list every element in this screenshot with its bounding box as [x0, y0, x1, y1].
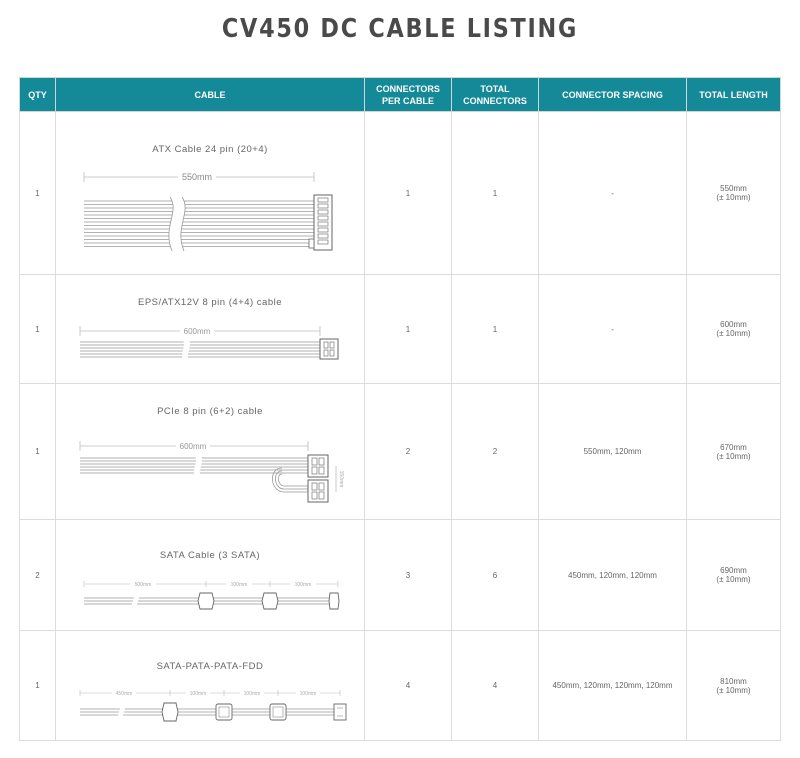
cable-cell: EPS/ATX12V 8 pin (4+4) cable 600mm — [55, 274, 365, 384]
length-value: 670mm — [720, 442, 747, 452]
cable-cell: ATX Cable 24 pin (20+4) 550mm — [55, 111, 365, 275]
length-value: 550mm — [720, 184, 747, 193]
dimension-label: 150mm — [338, 471, 344, 488]
cable-cell: SATA Cable (3 SATA) 500mm 100mm 100mm — [55, 519, 365, 631]
table-row: 1 SATA-PATA-PATA-FDD 450mm 100mm 100 — [19, 630, 781, 741]
header-total-connectors: TOTAL CONNECTORS — [451, 77, 539, 112]
dimension-label: 100mm — [300, 691, 317, 697]
connectors-per-cable-cell: 3 — [364, 519, 452, 631]
length-value: 810mm — [720, 676, 747, 686]
dimension-label: 600mm — [180, 442, 207, 451]
qty-cell: 1 — [19, 630, 56, 741]
connectors-per-cable-cell: 2 — [364, 383, 452, 520]
pcie-8pin-cable-diagram: 600mm — [79, 440, 344, 503]
connector-spacing-cell: - — [538, 111, 687, 275]
connectors-per-cable-cell: 4 — [364, 630, 452, 741]
dimension-label: 100mm — [231, 582, 248, 588]
length-tolerance: (± 10mm) — [716, 193, 751, 202]
header-cable: CABLE — [55, 77, 365, 112]
total-connectors-cell: 6 — [451, 519, 539, 631]
sata-pata-fdd-cable-diagram: 450mm 100mm 100mm 100mm — [79, 689, 347, 722]
cable-name: ATX Cable 24 pin (20+4) — [152, 144, 268, 155]
cable-cell: PCIe 8 pin (6+2) cable 600mm — [55, 383, 365, 520]
total-length-cell: 810mm (± 10mm) — [686, 630, 781, 741]
total-length-cell: 690mm (± 10mm) — [686, 519, 781, 631]
dimension-label: 100mm — [244, 691, 261, 697]
connector-spacing-cell: 550mm, 120mm — [538, 383, 687, 520]
qty-cell: 2 — [19, 519, 56, 631]
header-total-length: TOTAL LENGTH — [686, 77, 781, 112]
dimension-label: 100mm — [295, 582, 312, 588]
length-tolerance: (± 10mm) — [716, 575, 751, 584]
table-row: 1 ATX Cable 24 pin (20+4) 550mm — [19, 111, 781, 275]
total-connectors-cell: 1 — [451, 111, 539, 275]
table-row: 1 PCIe 8 pin (6+2) cable 600mm — [19, 383, 781, 520]
cable-name: SATA Cable (3 SATA) — [159, 550, 261, 561]
connectors-per-cable-cell: 1 — [364, 274, 452, 384]
cable-name: PCIe 8 pin (6+2) cable — [157, 406, 263, 417]
length-tolerance: (± 10mm) — [716, 451, 751, 461]
connector-spacing-cell: - — [538, 274, 687, 384]
dimension-label: 500mm — [135, 582, 152, 588]
length-value: 600mm — [720, 320, 747, 329]
dimension-label: 600mm — [184, 327, 211, 336]
header-connector-spacing: CONNECTOR SPACING — [538, 77, 687, 112]
cable-name: SATA-PATA-PATA-FDD — [156, 661, 264, 672]
total-connectors-cell: 2 — [451, 383, 539, 520]
total-connectors-cell: 4 — [451, 630, 539, 741]
dimension-label: 100mm — [190, 691, 207, 697]
atx-24pin-cable-diagram: 550mm — [83, 170, 333, 252]
page-title: CV450 DC CABLE LISTING — [221, 14, 579, 44]
cable-listing-table: QTY CABLE CONNECTORS PER CABLE TOTAL CON… — [19, 77, 781, 741]
header-qty: QTY — [19, 77, 56, 112]
connector-spacing-cell: 450mm, 120mm, 120mm — [538, 519, 687, 631]
length-tolerance: (± 10mm) — [716, 685, 751, 695]
qty-cell: 1 — [19, 383, 56, 520]
cable-cell: SATA-PATA-PATA-FDD 450mm 100mm 100mm 100… — [55, 630, 365, 741]
length-tolerance: (± 10mm) — [716, 329, 751, 338]
sata-cable-diagram: 500mm 100mm 100mm — [83, 580, 340, 610]
dimension-label: 550mm — [182, 172, 212, 182]
qty-cell: 1 — [19, 274, 56, 384]
qty-cell: 1 — [19, 111, 56, 275]
total-length-cell: 670mm (± 10mm) — [686, 383, 781, 520]
header-connectors-per-cable: CONNECTORS PER CABLE — [364, 77, 452, 112]
eps-8pin-cable-diagram: 600mm — [79, 325, 339, 361]
table-header-row: QTY CABLE CONNECTORS PER CABLE TOTAL CON… — [19, 77, 781, 112]
table-row: 1 EPS/ATX12V 8 pin (4+4) cable 600mm — [19, 274, 781, 384]
table-row: 2 SATA Cable (3 SATA) 500mm 100mm 100mm — [19, 519, 781, 631]
dimension-label: 450mm — [116, 691, 133, 697]
length-value: 690mm — [720, 566, 747, 575]
total-length-cell: 600mm (± 10mm) — [686, 274, 781, 384]
connectors-per-cable-cell: 1 — [364, 111, 452, 275]
cable-name: EPS/ATX12V 8 pin (4+4) cable — [138, 297, 282, 308]
connector-spacing-cell: 450mm, 120mm, 120mm, 120mm — [538, 630, 687, 741]
total-length-cell: 550mm (± 10mm) — [686, 111, 781, 275]
total-connectors-cell: 1 — [451, 274, 539, 384]
